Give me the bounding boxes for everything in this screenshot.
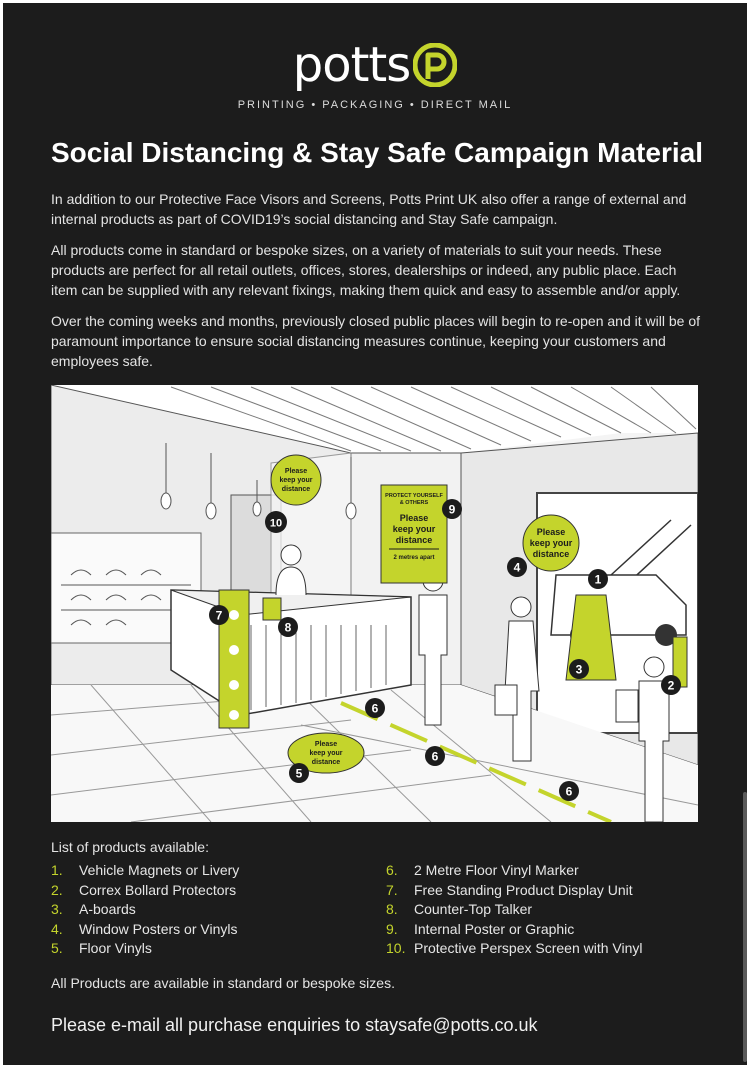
- list-item: 8. Counter-Top Talker: [386, 900, 643, 920]
- svg-text:8: 8: [285, 621, 292, 635]
- list-item: 10. Protective Perspex Screen with Vinyl: [386, 939, 643, 959]
- poster-body-line-1: Please: [400, 513, 429, 523]
- marker-5: 5: [289, 763, 309, 783]
- marker-6b: 6: [425, 746, 445, 766]
- poster-body-line-2: keep your: [393, 524, 436, 534]
- item-number: 8.: [386, 901, 398, 918]
- intro-paragraph: In addition to our Protective Face Visor…: [51, 191, 687, 227]
- marker-7: 7: [209, 605, 229, 625]
- item-label: Free Standing Product Display Unit: [414, 881, 633, 898]
- floor-vinyl-line-2: keep your: [309, 750, 342, 757]
- svg-text:3: 3: [576, 663, 583, 677]
- floor-vinyl-line-1: Please: [315, 741, 337, 748]
- list-item: 4. Window Posters or Vinyls: [51, 920, 239, 940]
- marker-3: 3: [569, 659, 589, 679]
- sizes-note: All Products are available in standard o…: [51, 975, 395, 991]
- brand-tagline: PRINTING • PACKAGING • DIRECT MAIL: [237, 99, 513, 111]
- window-vinyl-line-1: Please: [537, 527, 566, 537]
- item-number: 9.: [386, 920, 398, 937]
- list-item: 1. Vehicle Magnets or Livery: [51, 861, 239, 881]
- list-item: 9. Internal Poster or Graphic: [386, 920, 643, 940]
- marker-10: 10: [265, 511, 287, 533]
- item-number: 6.: [386, 862, 398, 878]
- products-list-column-1: 1. Vehicle Magnets or Livery 2. Correx Bol…: [51, 861, 239, 959]
- page-title: Social Distancing & Stay Safe Campaign M…: [51, 137, 703, 168]
- item-label: Correx Bollard Protectors: [79, 881, 237, 898]
- item-label: Protective Perspex Screen with Vinyl: [414, 940, 643, 957]
- floor-vinyl-please-keep: Please keep your distance: [287, 732, 365, 774]
- item-number: 3.: [51, 901, 63, 918]
- list-item: 7. Free Standing Product Display Unit: [386, 881, 643, 901]
- svg-text:6: 6: [566, 785, 573, 799]
- screen-vinyl-line-3: distance: [282, 486, 311, 493]
- list-item: 2. Correx Bollard Protectors: [51, 881, 239, 901]
- screen-vinyl-please-keep: Please keep your distance: [270, 454, 322, 506]
- internal-poster: PROTECT YOURSELF & OTHERS Please keep yo…: [380, 484, 448, 584]
- item-label: Vehicle Magnets or Livery: [79, 862, 240, 878]
- svg-text:9: 9: [449, 503, 456, 517]
- svg-text:1: 1: [595, 573, 602, 587]
- marker-9: 9: [442, 499, 462, 519]
- marker-8: 8: [278, 617, 298, 637]
- svg-text:5: 5: [296, 767, 303, 781]
- products-list-column-2: 6. 2 Metre Floor Vinyl Marker 7. Free Stan…: [386, 861, 643, 959]
- flyer-page: potts PRINTING • PACKAGING • DIRECT MAIL…: [3, 3, 747, 1065]
- item-label: Internal Poster or Graphic: [414, 920, 575, 937]
- marker-6c: 6: [559, 781, 579, 801]
- item-label: A-boards: [79, 901, 136, 918]
- item-number: 2.: [51, 881, 63, 898]
- svg-text:6: 6: [432, 750, 439, 764]
- item-number: 7.: [386, 881, 398, 898]
- window-vinyl-line-2: keep your: [530, 538, 573, 548]
- marker-2: 2: [661, 675, 681, 695]
- svg-text:4: 4: [514, 561, 521, 575]
- item-number: 5.: [51, 940, 63, 957]
- brand-name: potts: [292, 37, 411, 93]
- item-label: 2 Metre Floor Vinyl Marker: [414, 862, 579, 878]
- window-vinyl-line-3: distance: [533, 549, 570, 559]
- item-label: Counter-Top Talker: [414, 901, 533, 918]
- store-illustration: Please keep your distance Please keep yo…: [51, 385, 698, 822]
- contact-line: Please e-mail all purchase enquiries to …: [51, 1015, 538, 1035]
- item-label: Window Posters or Vinyls: [79, 920, 238, 937]
- window-vinyl-please-keep: Please keep your distance: [522, 514, 580, 572]
- item-number: 10.: [386, 940, 406, 957]
- floor-vinyl-line-3: distance: [312, 759, 341, 766]
- screen-vinyl-line-2: keep your: [279, 477, 312, 484]
- poster-header-line-1: PROTECT YOURSELF: [385, 493, 443, 499]
- marker-6a: 6: [365, 698, 385, 718]
- screen-vinyl-line-1: Please: [285, 468, 307, 475]
- list-item: 3. A-boards: [51, 900, 239, 920]
- item-number: 4.: [51, 920, 63, 937]
- brand-logo: potts PRINTING • PACKAGING • DIRECT MAIL: [3, 35, 747, 111]
- poster-subline: 2 metres apart: [393, 555, 434, 561]
- marker-4: 4: [507, 557, 527, 577]
- scrollbar[interactable]: [743, 792, 747, 1062]
- svg-text:7: 7: [216, 609, 223, 623]
- svg-text:6: 6: [372, 702, 379, 716]
- svg-text:2: 2: [668, 679, 675, 693]
- reopening-paragraph: Over the coming weeks and months, previo…: [51, 313, 701, 369]
- marker-1: 1: [588, 569, 608, 589]
- poster-body-line-3: distance: [396, 535, 433, 545]
- item-label: Floor Vinyls: [79, 940, 152, 957]
- list-item: 6. 2 Metre Floor Vinyl Marker: [386, 861, 643, 881]
- products-paragraph: All products come in standard or bespoke…: [51, 242, 681, 298]
- potts-p-logo-icon: [413, 43, 458, 87]
- products-heading: List of products available:: [51, 839, 209, 855]
- item-number: 1.: [51, 862, 63, 878]
- list-item: 5. Floor Vinyls: [51, 939, 239, 959]
- poster-header-line-2: & OTHERS: [400, 500, 429, 506]
- ceiling-slats: [170, 386, 697, 452]
- svg-text:10: 10: [270, 518, 282, 530]
